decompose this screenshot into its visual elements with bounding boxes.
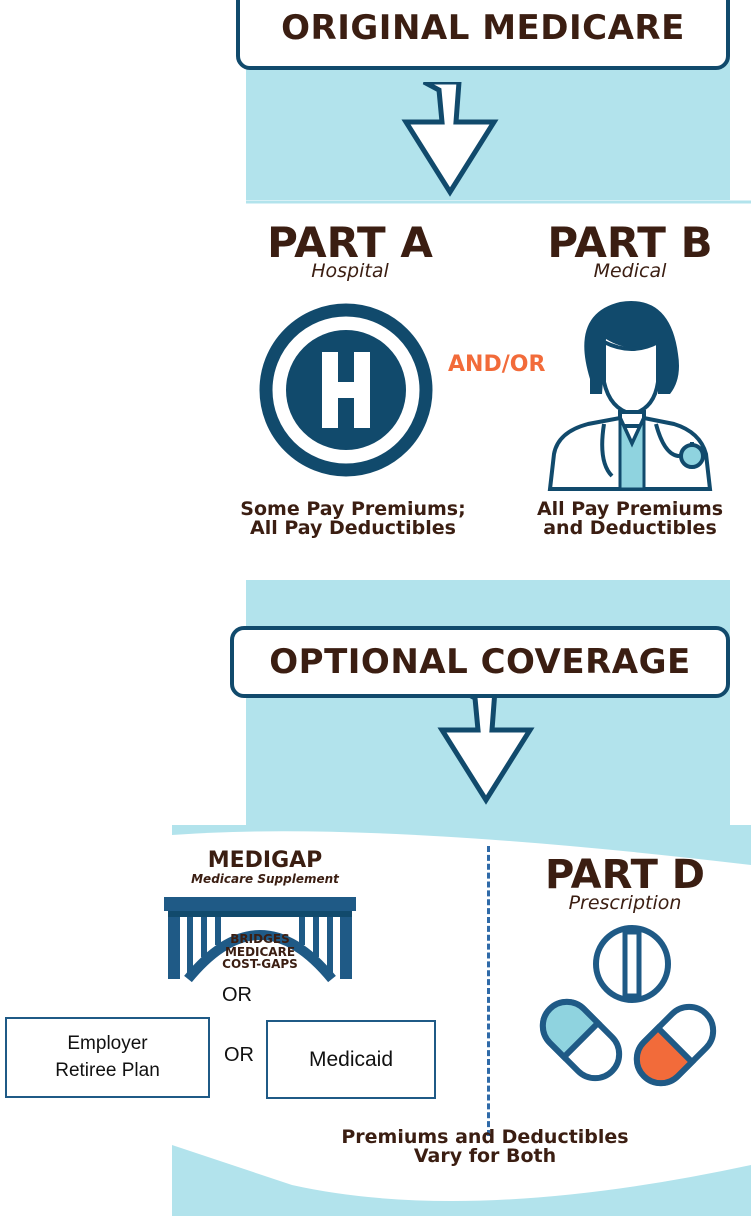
optional-coverage-title: OPTIONAL COVERAGE [269,642,691,682]
bridge-icon [164,897,356,983]
medigap-subtitle: Medicare Supplement [191,872,339,886]
bridge-line2: MEDICARE [224,944,296,959]
part-d-title: PART D [544,852,706,898]
or-label-1: OR [222,984,252,1006]
and-or-connector: AND/OR [448,352,546,377]
or-label-2: OR [224,1044,254,1066]
part-a-caption-line2: All Pay Deductibles [250,517,456,539]
top-arrow [401,82,499,197]
doctor-icon [547,301,713,491]
part-d-subtitle: Prescription [568,892,682,914]
part-a-subtitle: Hospital [311,260,389,282]
part-b-caption: All Pay Premiums and Deductibles [515,500,745,538]
footer-line1: Premiums and Deductibles [341,1126,629,1148]
dashed-divider [487,846,490,1136]
original-medicare-banner: ORIGINAL MEDICARE [236,0,730,70]
middle-arrow [437,690,535,805]
footer-caption: Premiums and Deductibles Vary for Both [300,1128,670,1166]
employer-retiree-plan-box: Employer Retiree Plan [5,1017,210,1098]
bridge-line3: COST-GAPS [222,957,298,972]
bridge-caption: BRIDGES MEDICARE COST-GAPS [205,933,315,971]
medicaid-box: Medicaid [266,1020,436,1099]
part-b-caption-line2: and Deductibles [543,517,717,539]
employer-line1: Employer [67,1032,148,1054]
medigap-title: MEDIGAP [207,848,323,873]
optional-coverage-banner: OPTIONAL COVERAGE [230,626,730,698]
part-a-caption-line1: Some Pay Premiums; [240,498,466,520]
part-b-caption-line1: All Pay Premiums [536,498,724,520]
original-medicare-title: ORIGINAL MEDICARE [281,8,685,48]
part-a-title: PART A [267,218,433,267]
part-b-title: PART B [547,218,713,267]
footer-line2: Vary for Both [413,1145,557,1167]
hospital-h-icon [259,303,433,477]
pills-icon [539,925,717,1087]
medicaid-label: Medicaid [308,1047,394,1071]
employer-line2: Retiree Plan [55,1059,160,1081]
bridge-line1: BRIDGES [230,932,290,946]
part-b-subtitle: Medical [593,260,667,282]
part-a-caption: Some Pay Premiums; All Pay Deductibles [218,500,488,538]
